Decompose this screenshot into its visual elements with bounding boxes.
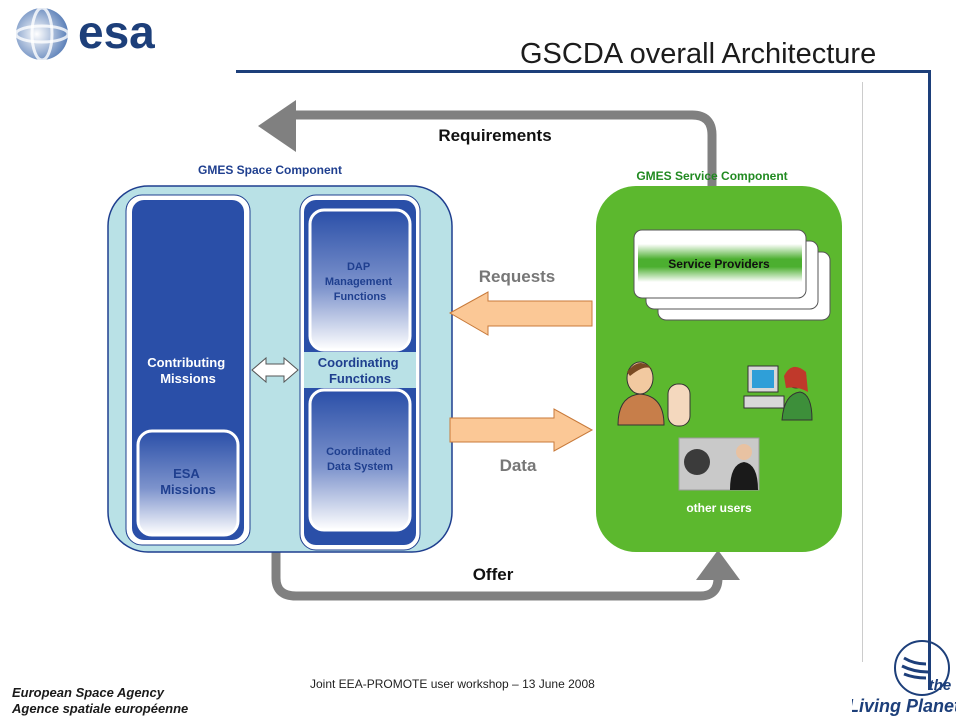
service-providers-band: [638, 244, 802, 282]
living-planet-the: the: [929, 677, 952, 694]
offer-label: Offer: [473, 565, 514, 584]
service-component-title: GMES Service Component: [636, 169, 787, 183]
dap-line3: Functions: [334, 291, 387, 303]
esa-missions-line1: ESA: [173, 466, 200, 481]
living-planet-logo: the Living Planet: [852, 640, 956, 716]
dap-line1: DAP: [347, 261, 370, 273]
data-arrow: [449, 408, 594, 452]
data-label: Data: [500, 456, 537, 475]
computer-user-clipart-icon: [743, 365, 813, 421]
cds-line1: Coordinated: [326, 446, 391, 458]
dap-line2: Management: [325, 276, 393, 288]
frame-rule-thin: [862, 82, 863, 662]
coordinated-data-system-label: Coordinated Data System: [326, 446, 394, 473]
dap-functions-box: [308, 208, 412, 352]
coordinating-functions-band: [304, 352, 416, 388]
coordinating-line1: Coordinating: [318, 355, 399, 370]
page-title: GSCDA overall Architecture: [520, 38, 877, 70]
contributing-missions-label: Contributing Missions: [147, 355, 229, 386]
contributing-missions-line1: Contributing: [147, 355, 225, 370]
coordinating-line2: Functions: [329, 371, 391, 386]
esa-missions-label: ESA Missions: [160, 466, 216, 497]
cds-line2: Data System: [327, 461, 393, 473]
esa-logo-text: esa: [78, 6, 155, 58]
requirements-label: Requirements: [438, 126, 551, 145]
frame-rule: [928, 70, 931, 690]
agency-name-en: European Space Agency: [12, 685, 164, 700]
esa-missions-box: [136, 429, 240, 537]
esa-missions-line2: Missions: [160, 482, 216, 497]
footer-event: Joint EEA-PROMOTE user workshop – 13 Jun…: [310, 677, 595, 691]
agency-name-fr: Agence spatiale européenne: [12, 701, 189, 716]
esa-logo: esa: [14, 6, 155, 62]
service-providers-label: Service Providers: [668, 257, 770, 271]
living-planet-text: Living Planet: [852, 696, 956, 716]
user-clipart-icon: [617, 361, 691, 427]
requirements-arrow: [258, 100, 717, 190]
offer-arrow: [271, 550, 740, 601]
coordinated-data-system-box: [308, 388, 412, 532]
living-planet-circle-icon: [894, 640, 950, 696]
requests-arrow: [448, 291, 593, 336]
globe-photo-icon: [684, 449, 710, 475]
coordinating-functions-label: Coordinating Functions: [318, 355, 403, 386]
bidirectional-arrow: [251, 356, 299, 384]
other-users-label: other users: [686, 501, 752, 515]
header-rule: [236, 70, 930, 73]
contributing-missions-line2: Missions: [160, 371, 216, 386]
space-component-title: GMES Space Component: [198, 163, 342, 177]
dap-functions-label: DAP Management Functions: [325, 261, 395, 303]
requests-label: Requests: [479, 267, 556, 286]
other-users-photo: [678, 437, 760, 491]
agency-name: European Space Agency Agence spatiale eu…: [12, 685, 188, 717]
globe-icon: [16, 8, 68, 60]
